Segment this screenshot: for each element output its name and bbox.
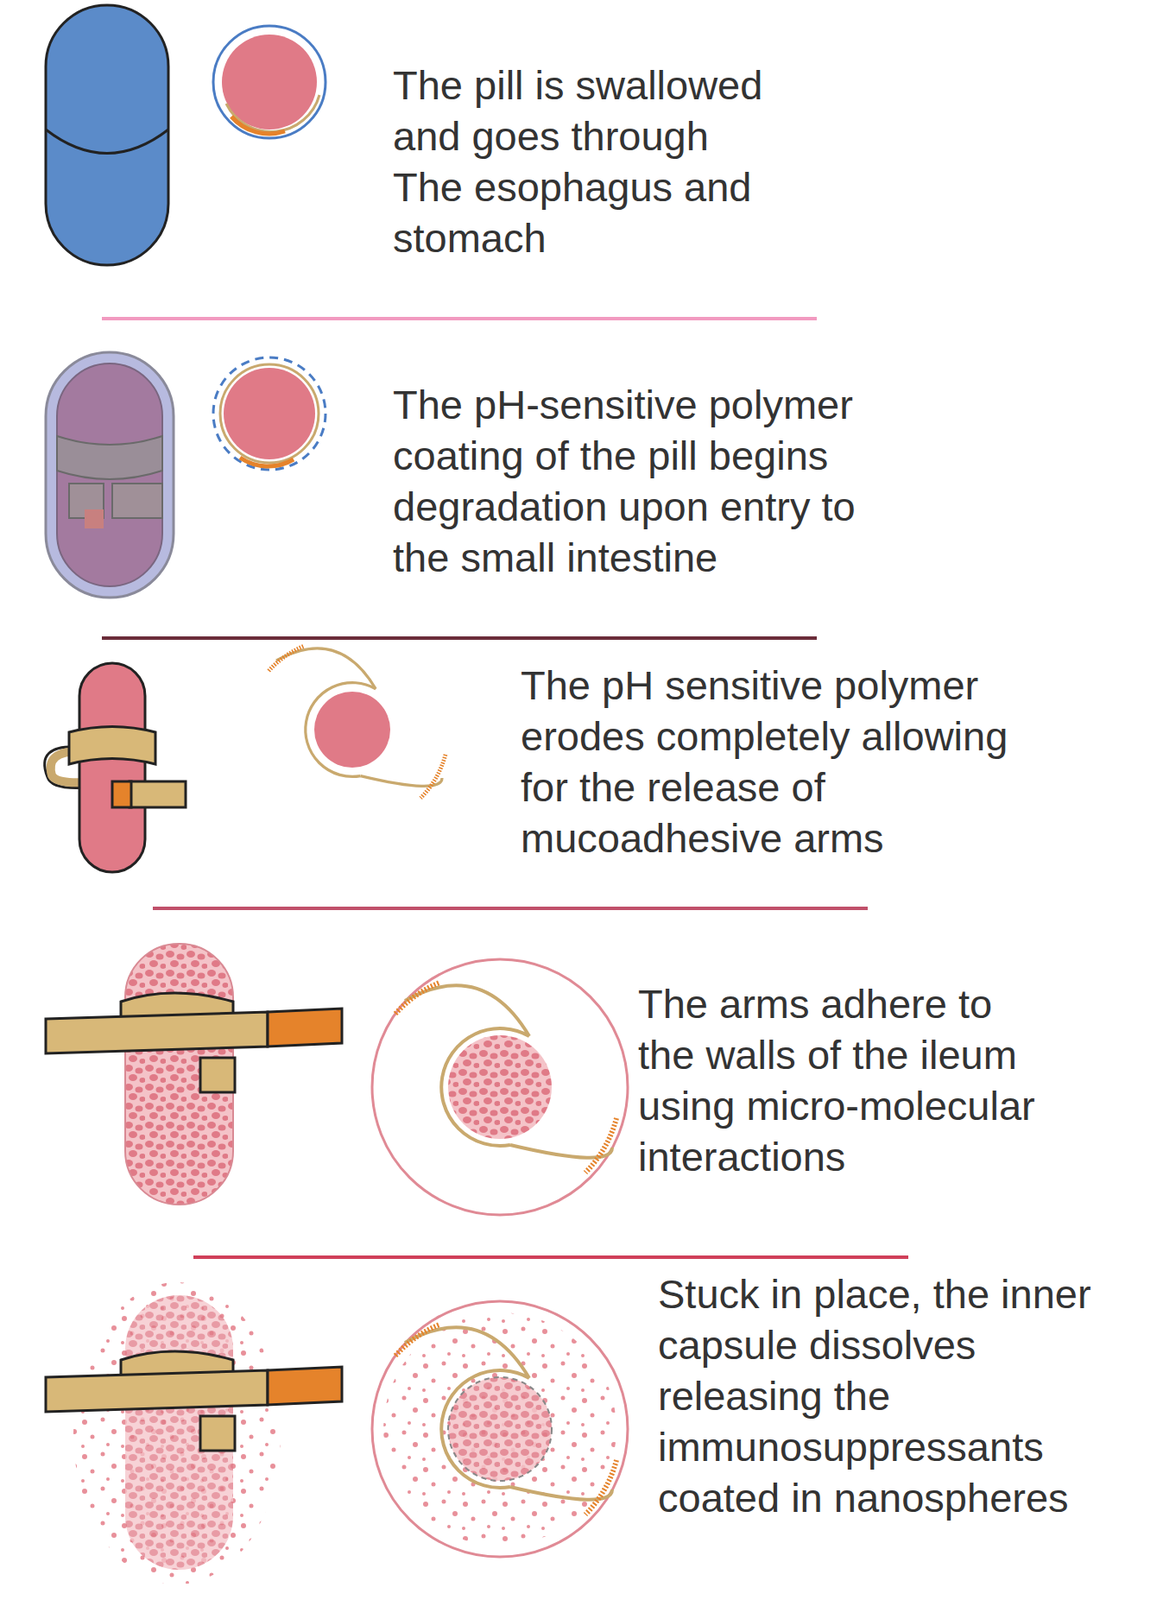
step-text: The pH sensitive polymererodes completel…	[520, 659, 1008, 864]
text-line: Stuck in place, the inner	[657, 1268, 1092, 1320]
text-line: and goes through	[392, 110, 763, 162]
text-line: the small intestine	[392, 531, 856, 583]
text-line: interactions	[638, 1131, 1036, 1182]
text-line: The pH sensitive polymer	[520, 659, 1008, 711]
text-line: The pill is swallowed	[392, 59, 763, 111]
text-line: coated in nanospheres	[657, 1472, 1092, 1524]
separator	[193, 1255, 909, 1259]
pill-cross-section	[213, 25, 326, 139]
text-line: using micro-molecular	[638, 1080, 1036, 1132]
text-line: releasing the	[657, 1370, 1092, 1422]
pill-with-arms	[44, 663, 186, 873]
separator	[101, 316, 817, 321]
text-line: The arms adhere to	[638, 978, 1036, 1030]
step-text: The pill is swallowedand goes throughThe…	[392, 59, 763, 264]
text-line: coating of the pill begins	[392, 429, 856, 481]
text-line: immunosuppressants	[657, 1421, 1092, 1473]
text-line: The esophagus and	[392, 161, 763, 213]
step-text: The pH-sensitive polymercoating of the p…	[392, 379, 856, 583]
separator	[101, 636, 817, 640]
text-line: The pH-sensitive polymer	[392, 379, 856, 430]
text-line: capsule dissolves	[657, 1319, 1092, 1371]
text-line: erodes completely allowing	[520, 710, 1008, 762]
pill-degrading	[45, 352, 174, 598]
text-line: stomach	[392, 212, 763, 264]
ileum-cross-section	[372, 1301, 628, 1557]
text-line: the walls of the ileum	[638, 1029, 1036, 1081]
text-line: mucoadhesive arms	[520, 812, 1008, 864]
pill-dissolving	[45, 1282, 342, 1585]
pill-attached	[45, 943, 342, 1205]
text-line: degradation upon entry to	[392, 480, 856, 532]
separator	[152, 906, 868, 911]
text-line: for the release of	[520, 761, 1008, 813]
pill-cross-section	[213, 357, 326, 470]
arms-cross-section	[268, 645, 446, 798]
ileum-cross-section	[372, 959, 628, 1215]
pill-capsule	[45, 5, 169, 266]
step-text: Stuck in place, the innercapsule dissolv…	[657, 1268, 1092, 1524]
step-text: The arms adhere tothe walls of the ileum…	[638, 978, 1036, 1182]
